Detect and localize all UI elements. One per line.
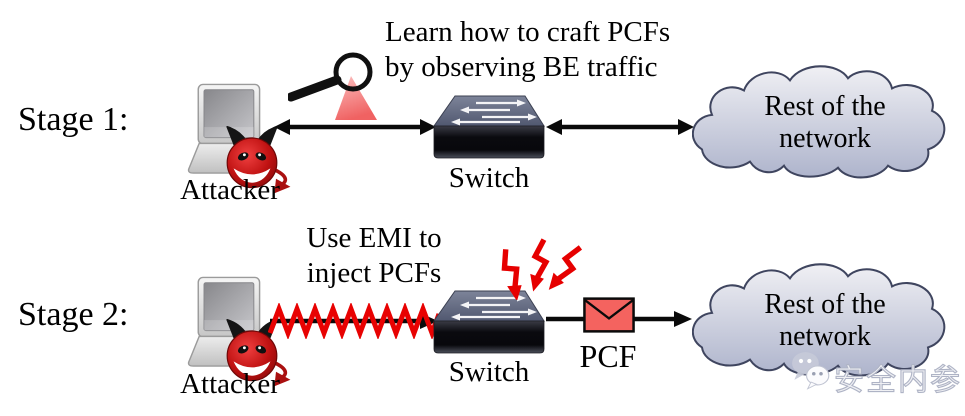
switch-cloud-arrow [546,119,694,135]
stage1-cloud-label: Rest of the network [692,62,958,184]
emi-zigzag-arrow [268,303,442,339]
magnifier-icon [288,52,377,120]
stage1-switch-label: Switch [448,162,530,194]
switch-icon [433,95,545,159]
stage2-annotation-line2: inject PCFs [306,257,442,289]
stage1-network-cloud: Rest of the network [692,62,958,184]
stage2-switch-label: Switch [448,356,530,388]
stage1-cloud-line1: Rest of the [764,91,886,122]
stage1-cloud-line2: network [779,123,871,154]
stage2-attacker-label: Attacker [180,368,280,400]
lightning-bolts-icon [501,238,583,300]
watermark-text: 安全内参 [833,363,962,397]
stage2-cloud-label: Rest of the network [692,260,958,382]
stage2-cloud-line1: Rest of the [764,289,886,320]
envelope-icon [583,297,635,333]
pcf-label: PCF [579,338,637,374]
stage1-attacker-label: Attacker [180,174,280,206]
stage2-network-cloud: Rest of the network [692,260,958,382]
attacker-switch-arrow [274,119,436,135]
stage2-cloud-line2: network [779,321,871,352]
stage2-annotation-line1: Use EMI to [306,222,442,254]
stage2-annotation: Use EMI to inject PCFs [288,221,460,291]
stage2-label: Stage 2: [18,296,129,333]
stage1-annotation-line1: Learn how to craft PCFs [385,16,671,48]
stage1-label: Stage 1: [18,101,129,138]
stage1-annotation-line2: by observing BE traffic [385,51,658,83]
wechat-icon [792,352,830,390]
stage1-annotation: Learn how to craft PCFs by observing BE … [385,15,670,85]
cloud-icon [692,65,946,179]
cloud-icon [692,263,946,377]
devil-icon [226,126,291,194]
